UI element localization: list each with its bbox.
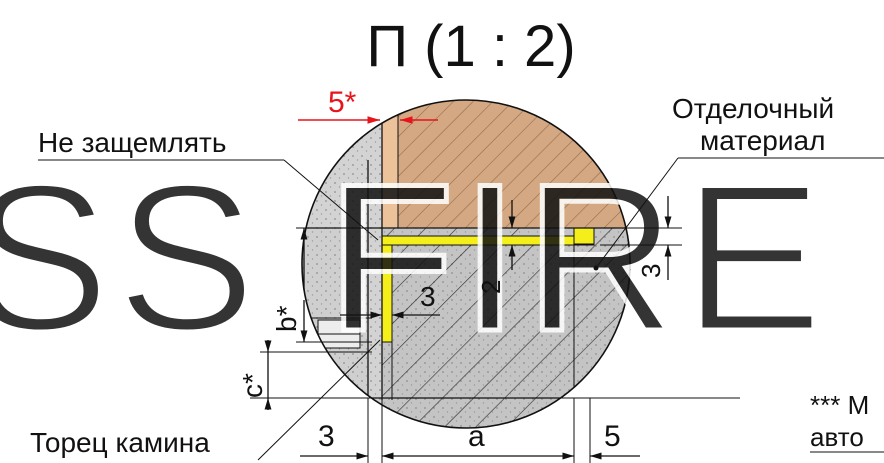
dim-b-label: b*: [271, 305, 302, 332]
dim-3-right-label: 3: [636, 264, 666, 278]
dim-3-right: 3: [600, 196, 682, 280]
dim-3-left: 3: [340, 281, 440, 319]
footnote-line-2: авто: [810, 422, 864, 452]
dim-gap-top-label: 5*: [328, 86, 357, 119]
dim-5-bottom-label: 5: [604, 420, 621, 453]
dim-c: c*: [237, 340, 372, 410]
dim-2: 2: [476, 200, 516, 294]
dim-b: b*: [271, 227, 372, 343]
dim-a-label: a: [468, 420, 485, 453]
dim-3-left-label: 3: [420, 281, 436, 312]
fireplace-face-label: Торец камина: [30, 427, 210, 458]
gap-dimension: 5*: [298, 86, 438, 124]
bottom-dimension-chain: 3 a 5: [300, 398, 640, 463]
do-not-clamp-label: Не защемлять: [38, 127, 226, 158]
view-title: П (1 : 2): [366, 14, 575, 79]
footnote-line-1: *** М: [810, 390, 869, 420]
dim-3-bottom-label: 3: [318, 420, 335, 453]
dim-c-label: c*: [237, 373, 268, 398]
finishing-material-label-1: Отделочный: [672, 93, 834, 124]
watermark: SS FIRE: [0, 140, 829, 375]
finishing-material-label-2: материал: [700, 125, 825, 156]
dim-2-label: 2: [476, 280, 506, 294]
